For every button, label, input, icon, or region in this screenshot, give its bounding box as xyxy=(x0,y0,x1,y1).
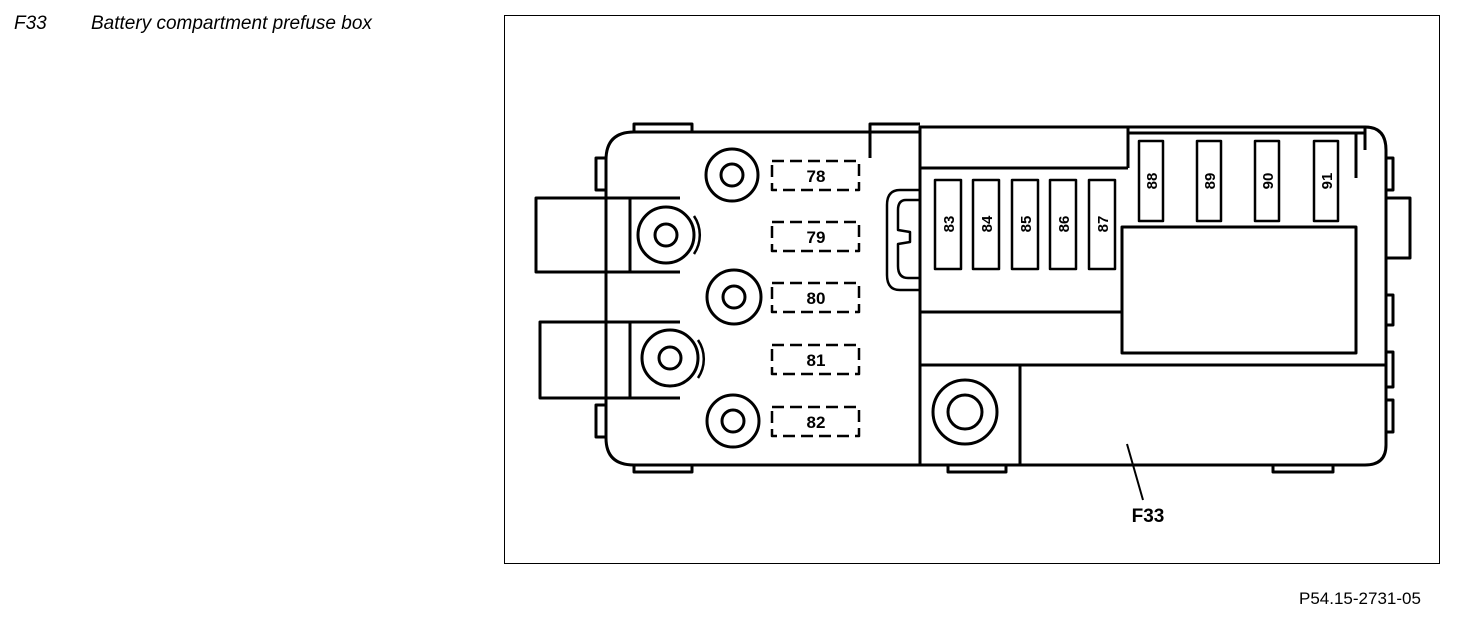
fuse-label: 88 xyxy=(1144,173,1161,190)
small-fuse-labels: 83 84 85 86 87 xyxy=(941,215,1112,232)
left-fuse-slots xyxy=(770,159,861,438)
left-fuse-labels: 78 79 80 81 82 xyxy=(807,167,826,432)
callout-leader xyxy=(1126,443,1144,501)
section-title: Battery compartment prefuse box xyxy=(91,13,372,34)
section-code: F33 xyxy=(14,13,47,34)
fuse-label: 89 xyxy=(1202,173,1219,190)
fuse-label: 91 xyxy=(1319,173,1336,190)
callout-label: F33 xyxy=(1132,506,1165,527)
section-dividers xyxy=(868,127,1386,465)
housing-outline xyxy=(594,122,1412,474)
fuse-label: 86 xyxy=(1056,216,1073,233)
small-fuse-slots xyxy=(933,178,1117,271)
fuse-label: 81 xyxy=(807,351,826,370)
figure-frame xyxy=(504,15,1440,564)
fuse-label: 79 xyxy=(807,228,826,247)
figure-reference: P54.15-2731-05 xyxy=(1299,589,1421,608)
fuse-label: 78 xyxy=(807,167,826,186)
clip-connector xyxy=(885,188,920,292)
fuse-label: 82 xyxy=(807,413,826,432)
fuse-label: 90 xyxy=(1260,173,1277,190)
fuse-label: 85 xyxy=(1018,216,1035,233)
fuse-label: 87 xyxy=(1095,216,1112,233)
fuse-label: 83 xyxy=(941,216,958,233)
fuse-label: 84 xyxy=(979,215,996,232)
terminal-brackets xyxy=(534,196,680,400)
fuse-label: 80 xyxy=(807,289,826,308)
top-fuse-slots xyxy=(1137,139,1340,223)
top-fuse-labels: 88 89 90 91 xyxy=(1144,173,1336,190)
terminal-studs xyxy=(636,147,999,449)
